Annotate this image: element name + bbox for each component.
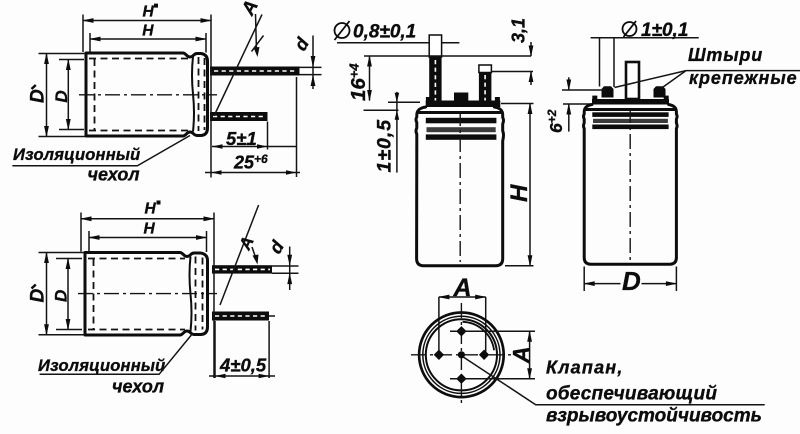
svg-text:взрывоустойчивость: взрывоустойчивость (546, 406, 762, 427)
svg-text:1±0,5: 1±0,5 (374, 119, 396, 173)
svg-text:1±0,1: 1±0,1 (641, 20, 688, 41)
svg-text:H: H (144, 221, 156, 238)
svg-text:A: A (508, 346, 534, 364)
svg-text:крепежные: крепежные (689, 68, 798, 88)
svg-text:0,8±0,1: 0,8±0,1 (353, 22, 416, 43)
svg-text:чехол: чехол (88, 165, 140, 185)
svg-text:Изоляционный: Изоляционный (38, 357, 165, 375)
svg-text:H: H (142, 23, 154, 40)
svg-text:Изоляционный: Изоляционный (13, 146, 140, 164)
svg-text:A: A (453, 274, 472, 302)
svg-text:обеспечивающий: обеспечивающий (546, 384, 717, 405)
svg-text:5±1: 5±1 (226, 128, 257, 149)
svg-text:D: D (52, 290, 71, 302)
svg-text:4±0,5: 4±0,5 (219, 355, 267, 376)
svg-text:H: H (145, 201, 157, 218)
svg-text:D: D (28, 89, 49, 103)
svg-text:D: D (622, 266, 641, 296)
svg-text:H: H (143, 4, 155, 21)
svg-text:D: D (52, 90, 71, 102)
svg-text:чехол: чехол (112, 377, 164, 397)
svg-text:Штыри: Штыри (688, 45, 763, 65)
svg-text:Клапан,: Клапан, (546, 358, 624, 378)
svg-text:H: H (506, 184, 533, 202)
svg-text:D: D (28, 289, 49, 303)
svg-text:3,1: 3,1 (509, 18, 529, 43)
